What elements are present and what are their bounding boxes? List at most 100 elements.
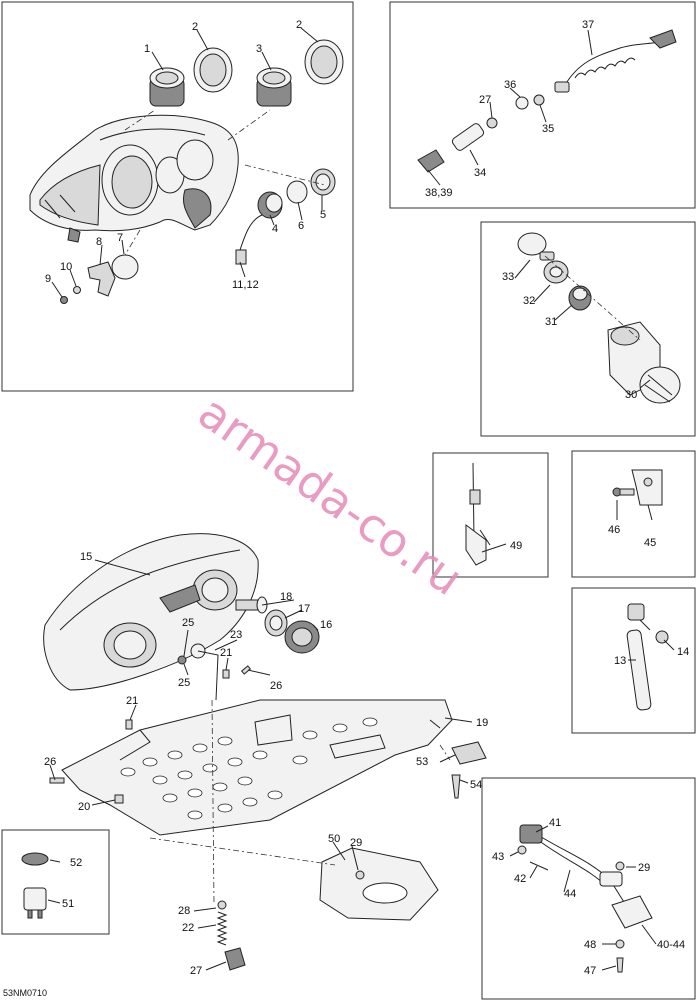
callout-11-12: 11,12: [232, 279, 259, 291]
callout-16: 16: [320, 619, 332, 631]
callout-15: 15: [80, 551, 92, 563]
screw-43: [517, 845, 527, 855]
gauge-housing: [29, 114, 239, 243]
callout-43: 43: [492, 851, 504, 863]
spring-22: [216, 911, 228, 946]
callout-33: 33: [502, 271, 514, 283]
nut-29a: [355, 870, 365, 880]
nut-52: [21, 852, 49, 866]
callout-37: 37: [582, 19, 594, 31]
figure-code: 53NM0710: [3, 988, 47, 998]
cap-38-39: [417, 149, 445, 173]
callout-44: 44: [564, 888, 576, 900]
switch-30: [607, 321, 681, 404]
seal-31: [568, 285, 592, 311]
harness-44: [519, 824, 631, 911]
callout-26b: 26: [44, 756, 56, 768]
callout-13: 13: [614, 655, 626, 667]
callout-42: 42: [514, 873, 526, 885]
callout-21b: 21: [126, 695, 138, 707]
bracket-8: [87, 261, 116, 297]
callout-47: 47: [584, 965, 596, 977]
cap-27: [224, 947, 246, 971]
bezel-ring-2b: [304, 39, 344, 85]
callout-51: 51: [62, 898, 74, 910]
panel-cable: [432, 452, 549, 578]
module-40-44: [611, 895, 653, 929]
gauge-1: [149, 67, 185, 107]
post-34: [451, 123, 485, 151]
callout-41: 41: [549, 817, 561, 829]
sender-13: [626, 603, 652, 711]
callout-31: 31: [545, 316, 557, 328]
callout-54: 54: [470, 779, 482, 791]
callout-14: 14: [677, 646, 689, 658]
callout-10: 10: [60, 261, 72, 273]
callout-6: 6: [298, 220, 304, 232]
o-ring-6: [286, 180, 308, 204]
callout-7: 7: [117, 232, 123, 244]
indicator-lamp-4: [235, 191, 283, 265]
callout-19: 19: [476, 717, 488, 729]
pin-42: [529, 861, 549, 871]
screw-21b: [125, 719, 133, 730]
callout-46: 46: [608, 524, 620, 536]
callout-53: 53: [416, 756, 428, 768]
callout-4: 4: [272, 223, 278, 235]
callout-22: 22: [182, 922, 194, 934]
washer-28: [217, 900, 227, 910]
callout-23: 23: [230, 629, 242, 641]
screw-26b: [49, 777, 65, 784]
nut-25: [177, 655, 187, 665]
o-ring-14: [655, 630, 669, 644]
callout-1: 1: [144, 43, 150, 55]
callout-18: 18: [280, 591, 292, 603]
mounting-plate-19: [61, 699, 453, 836]
callout-26a: 26: [270, 680, 282, 692]
callout-20: 20: [78, 801, 90, 813]
boot-16: [284, 620, 320, 654]
callout-45: 45: [644, 537, 656, 549]
callout-2a: 2: [192, 21, 198, 33]
callout-5: 5: [320, 209, 326, 221]
nut-9: [60, 296, 68, 304]
nut-35: [533, 94, 545, 106]
callout-49: 49: [510, 540, 522, 552]
callout-9: 9: [45, 273, 51, 285]
headlight-15: [43, 533, 259, 691]
nut-29b: [615, 861, 625, 871]
callout-40-44: 40-44: [657, 939, 685, 951]
bracket-45: [631, 469, 663, 506]
callout-50: 50: [328, 833, 340, 845]
washer-48: [615, 939, 625, 949]
callout-29b: 29: [638, 862, 650, 874]
panel-harness: [481, 777, 696, 1000]
callout-25a: 25: [182, 617, 194, 629]
washer-10: [73, 286, 81, 294]
cable-49: [465, 462, 491, 566]
callout-28: 28: [178, 905, 190, 917]
key-33: [517, 232, 555, 261]
callout-36: 36: [504, 79, 516, 91]
callout-30: 30: [625, 389, 637, 401]
callout-34: 34: [474, 167, 486, 179]
adjuster-23: [190, 643, 219, 701]
o-ring-7: [111, 254, 139, 280]
screw-26a: [240, 665, 252, 675]
callout-52: 52: [70, 857, 82, 869]
panel-tether-cord: [389, 1, 696, 209]
retainer-17: [264, 609, 288, 637]
callout-3: 3: [256, 43, 262, 55]
bracket-53: [451, 741, 487, 765]
callout-48: 48: [584, 939, 596, 951]
panel-switch-socket: [1, 829, 110, 935]
coiled-tether-37: [554, 29, 677, 93]
callout-17: 17: [298, 603, 310, 615]
callout-38-39: 38,39: [425, 187, 453, 199]
screw-46: [612, 487, 635, 497]
cap-32: [543, 260, 569, 284]
callout-25b: 25: [178, 677, 190, 689]
panel-ignition-switch: [480, 221, 696, 437]
leader-lines: [47, 27, 675, 971]
